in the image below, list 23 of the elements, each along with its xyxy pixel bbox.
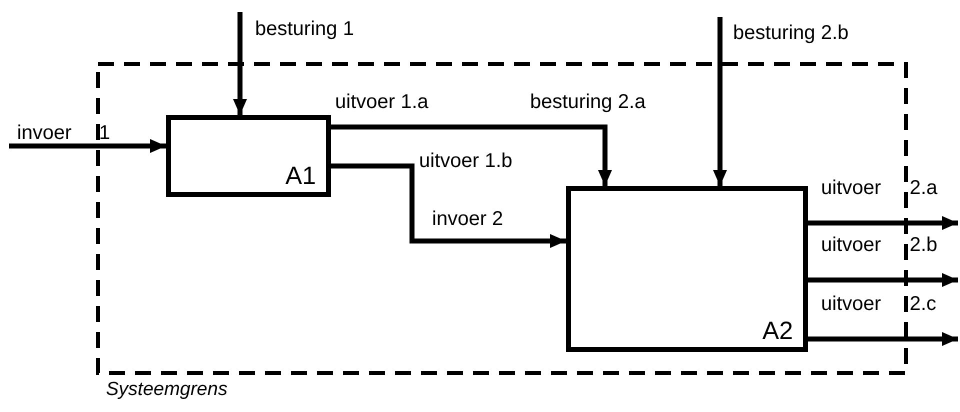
edge-label: besturing 2.b (733, 22, 849, 45)
process-box (566, 186, 808, 352)
arrow (713, 17, 727, 186)
arrow (808, 273, 958, 287)
edge-label: besturing 1 (255, 18, 354, 41)
process-box (166, 115, 331, 197)
arrow (808, 216, 958, 230)
edge-label: uitvoer 1.a (335, 91, 428, 114)
edge-label: uitvoer 2.c (821, 293, 936, 316)
arrow (233, 12, 247, 115)
flow-label: besturing 2.a (530, 91, 646, 114)
process-label: A2 (762, 318, 793, 345)
edge-label: uitvoer 2.b (821, 234, 938, 257)
process-label: A1 (285, 162, 316, 190)
arrow (808, 332, 958, 346)
arrow (331, 124, 612, 186)
flow-label: invoer 2 (432, 208, 504, 231)
arrow (331, 164, 566, 248)
arrow (9, 139, 166, 153)
edge-label: uitvoer 2.a (821, 177, 938, 200)
edge-label: uitvoer 1.b (419, 150, 512, 173)
edge-label: invoer 1 (17, 122, 110, 145)
boundary-label: Systeemgrens (106, 379, 228, 401)
